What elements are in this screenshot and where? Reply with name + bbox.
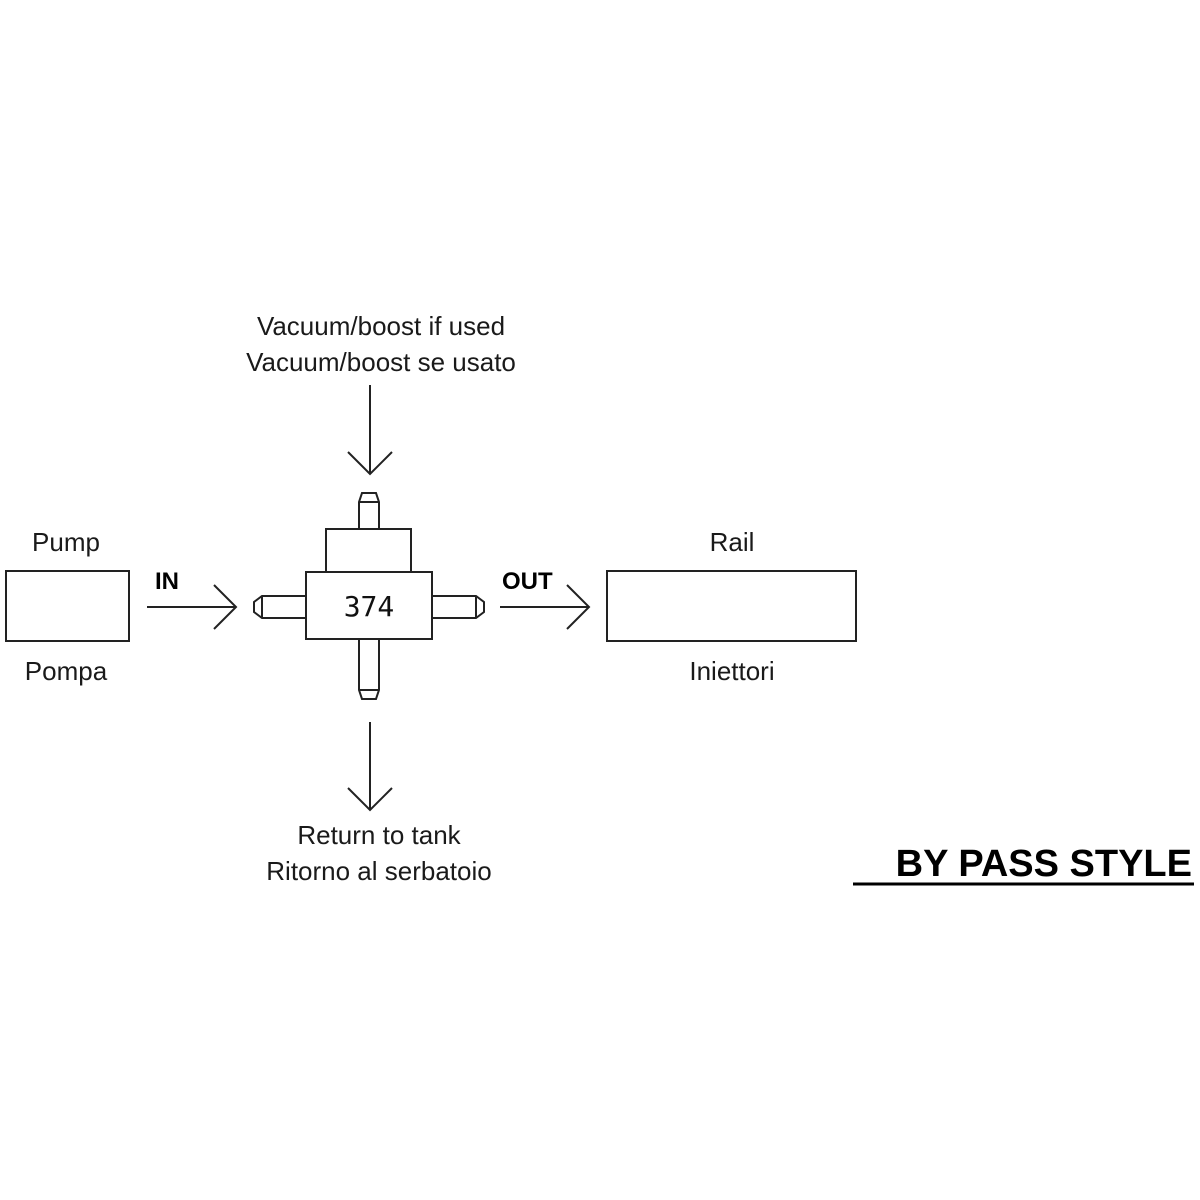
rail-box xyxy=(606,570,857,642)
rail-label-it: Iniettori xyxy=(689,656,774,686)
pump-label-en: Pump xyxy=(32,527,100,557)
return-label-it: Ritorno al serbatoio xyxy=(266,856,491,886)
return-arrow xyxy=(347,722,393,812)
vacuum-label-en: Vacuum/boost if used xyxy=(257,311,505,341)
out-label: OUT xyxy=(502,568,553,595)
style-title: BY PASS STYLE xyxy=(896,843,1192,885)
pump-label-it: Pompa xyxy=(25,656,108,686)
vacuum-label-it: Vacuum/boost se usato xyxy=(246,347,516,377)
fuel-pressure-regulator xyxy=(253,492,485,700)
return-label-en: Return to tank xyxy=(297,820,461,850)
vacuum-arrow xyxy=(347,385,393,476)
pump-box xyxy=(5,570,130,642)
in-arrow xyxy=(147,584,238,630)
rail-label-en: Rail xyxy=(710,527,755,557)
in-label: IN xyxy=(155,568,179,595)
regulator-number: 374 xyxy=(344,590,395,623)
out-arrow xyxy=(500,584,591,630)
